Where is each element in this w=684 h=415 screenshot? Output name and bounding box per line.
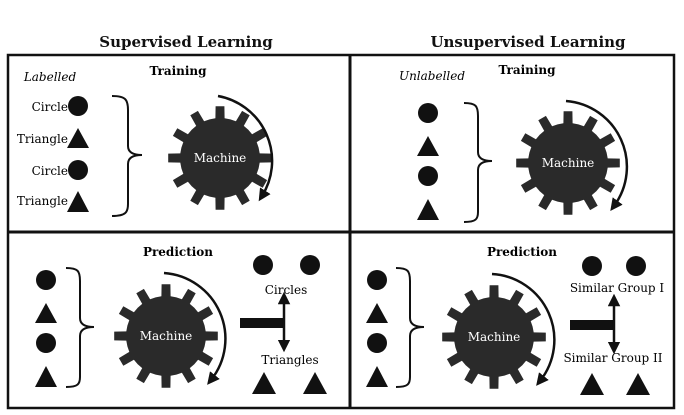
supervised-training-heading: Training (149, 64, 207, 78)
machine-label: Machine (468, 330, 521, 344)
circle-shape-icon (418, 166, 438, 186)
supervised-learning-title: Supervised Learning (99, 33, 273, 51)
rotation-arrow (163, 271, 227, 385)
triangle-shape-icon (35, 366, 57, 387)
output-label-triangles: Triangles (261, 353, 318, 367)
triangle-shape-icon (67, 128, 89, 148)
output-bar (570, 320, 614, 330)
circle-shape-icon (36, 270, 56, 290)
circle-shape-icon (68, 160, 88, 180)
circle-shape-icon (367, 333, 387, 353)
panel-unsupervised-prediction: Prediction Machine Similar Group I Simil… (366, 245, 664, 395)
machine-label: Machine (140, 329, 193, 343)
rotation-arrow (565, 99, 629, 212)
output-bar (240, 318, 284, 328)
triangle-shape-icon (67, 191, 89, 212)
panel-supervised-training: Training Labelled Circle Triangle Circle… (17, 64, 274, 217)
triangle-shape-icon (366, 303, 388, 323)
circle-shape-icon (300, 255, 320, 275)
circle-shape-icon (367, 270, 387, 290)
triangle-shape-icon (626, 373, 650, 395)
curly-brace (111, 95, 143, 217)
circle-shape-icon (36, 333, 56, 353)
machine-gear-icon (442, 285, 546, 389)
machine-label: Machine (194, 151, 247, 165)
unsupervised-learning-title: Unsupervised Learning (430, 33, 626, 51)
input-label-circle-1: Circle (32, 100, 68, 114)
circle-shape-icon (253, 255, 273, 275)
machine-gear-icon (114, 284, 218, 388)
input-label-triangle-2: Triangle (17, 194, 68, 208)
machine-gear-icon (168, 106, 272, 210)
rotation-arrow (491, 272, 556, 386)
unlabelled-tag: Unlabelled (399, 69, 465, 83)
triangle-shape-icon (417, 199, 439, 220)
curly-brace (395, 267, 425, 388)
output-label-circles: Circles (265, 283, 308, 297)
unsupervised-training-heading: Training (498, 63, 556, 77)
panel-supervised-prediction: Prediction Machine Circles Triangles (35, 245, 327, 394)
triangle-shape-icon (303, 372, 327, 394)
circle-shape-icon (418, 103, 438, 123)
circle-shape-icon (626, 256, 646, 276)
machine-label: Machine (542, 156, 595, 170)
triangle-shape-icon (580, 373, 604, 395)
input-label-circle-2: Circle (32, 164, 68, 178)
output-label-similar-group-2: Similar Group II (563, 351, 662, 365)
machine-gear-icon (516, 111, 620, 215)
panel-unsupervised-training: Training Unlabelled Machine (399, 63, 629, 223)
curly-brace (463, 102, 493, 223)
supervised-prediction-heading: Prediction (143, 245, 213, 259)
triangle-shape-icon (366, 366, 388, 387)
curly-brace (65, 267, 95, 388)
triangle-shape-icon (35, 303, 57, 323)
output-label-similar-group-1: Similar Group I (570, 281, 665, 295)
triangle-shape-icon (252, 372, 276, 394)
circle-shape-icon (582, 256, 602, 276)
rotation-arrow (217, 94, 274, 202)
circle-shape-icon (68, 96, 88, 116)
labelled-tag: Labelled (23, 70, 77, 84)
input-label-triangle-1: Triangle (17, 132, 68, 146)
unsupervised-prediction-heading: Prediction (487, 245, 557, 259)
triangle-shape-icon (417, 136, 439, 156)
